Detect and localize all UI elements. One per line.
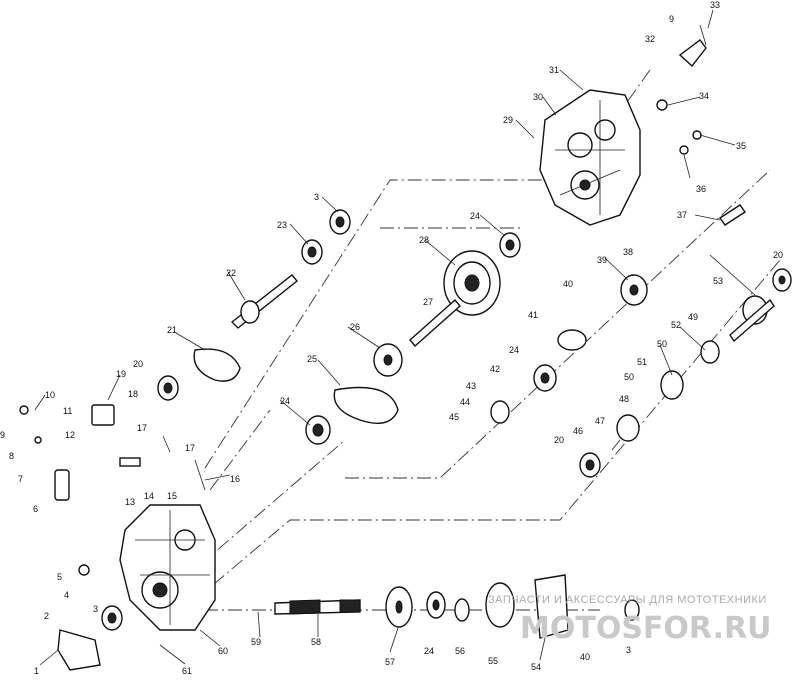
callout-labels: 33 9 32 31 30 34 29 35 36 37 3 23 24 28 …: [0, 0, 783, 676]
callout: 38: [623, 247, 633, 257]
watermark-site: MOTOSFOR.RU: [520, 611, 771, 646]
gear-28: [443, 250, 501, 316]
callout: 20: [133, 359, 143, 369]
callout: 3: [93, 604, 98, 614]
callout: 55: [488, 656, 498, 666]
callout: 12: [65, 430, 75, 440]
callout: 13: [125, 497, 135, 507]
callout: 40: [580, 652, 590, 662]
callout: 24: [424, 646, 434, 656]
callout: 42: [490, 364, 500, 374]
callout: 20: [773, 250, 783, 260]
callout: 14: [144, 491, 154, 501]
callout: 19: [116, 369, 126, 379]
callout: 49: [688, 312, 698, 322]
bearings: [101, 209, 792, 631]
callout: 57: [385, 657, 395, 667]
callout: 32: [645, 34, 655, 44]
callout: 46: [573, 426, 583, 436]
callout: 27: [423, 297, 433, 307]
callout: 44: [460, 397, 470, 407]
callout: 24: [280, 396, 290, 406]
callout: 59: [251, 637, 261, 647]
callout: 53: [713, 276, 723, 286]
callout: 3: [626, 645, 631, 655]
callout: 37: [677, 210, 687, 220]
callout: 34: [699, 91, 709, 101]
watermark: ЗАПЧАСТИ И АКСЕССУАРЫ ДЛЯ МОТОТЕХНИКИ MO…: [488, 594, 771, 646]
callout: 3: [314, 192, 319, 202]
callout: 16: [230, 474, 240, 484]
upper-housing: [539, 89, 641, 226]
callout: 8: [9, 451, 14, 461]
small-parts-left: [19, 404, 206, 671]
callout: 23: [277, 220, 287, 230]
leader-lines: [34, 9, 756, 666]
callout: 50: [624, 372, 634, 382]
callout: 5: [57, 572, 62, 582]
callout: 28: [419, 235, 429, 245]
callout: 21: [167, 325, 177, 335]
callout: 22: [226, 268, 236, 278]
callout: 1: [34, 666, 39, 676]
callout: 18: [128, 389, 138, 399]
callout: 33: [710, 0, 720, 10]
callout: 20: [554, 435, 564, 445]
callout: 61: [182, 666, 192, 676]
callout: 4: [64, 590, 69, 600]
callout: 41: [528, 310, 538, 320]
callout: 51: [637, 357, 647, 367]
callout: 2: [44, 611, 49, 621]
callout: 39: [597, 255, 607, 265]
callout: 30: [533, 92, 543, 102]
callout: 9: [669, 14, 674, 24]
callout: 24: [470, 211, 480, 221]
callout: 54: [531, 662, 541, 672]
callout: 26: [350, 322, 360, 332]
chains: [193, 348, 399, 424]
callout: 24: [509, 345, 519, 355]
callout: 29: [503, 115, 513, 125]
callout: 7: [18, 474, 23, 484]
callout: 17: [185, 443, 195, 453]
callout: 35: [736, 141, 746, 151]
callout: 25: [307, 354, 317, 364]
callout: 48: [619, 394, 629, 404]
callout: 6: [33, 504, 38, 514]
callout: 60: [218, 646, 228, 656]
callout: 10: [45, 390, 55, 400]
lower-housing: [119, 504, 216, 631]
shafts: [230, 204, 775, 615]
callout: 45: [449, 412, 459, 422]
callout: 36: [696, 184, 706, 194]
callout: 11: [63, 406, 72, 416]
callout: 15: [167, 491, 177, 501]
small-parts-top-right: [534, 24, 707, 639]
callout: 52: [671, 320, 681, 330]
callout: 9: [0, 430, 5, 440]
callout: 17: [137, 423, 147, 433]
callout: 58: [311, 637, 321, 647]
callout: 31: [549, 65, 559, 75]
assembly-guide-lines: [180, 69, 781, 611]
watermark-tagline: ЗАПЧАСТИ И АКСЕССУАРЫ ДЛЯ МОТОТЕХНИКИ: [488, 594, 767, 606]
callout: 56: [455, 646, 465, 656]
callout: 43: [466, 381, 476, 391]
callout: 50: [657, 339, 667, 349]
callout: 47: [595, 416, 605, 426]
callout: 40: [563, 279, 573, 289]
